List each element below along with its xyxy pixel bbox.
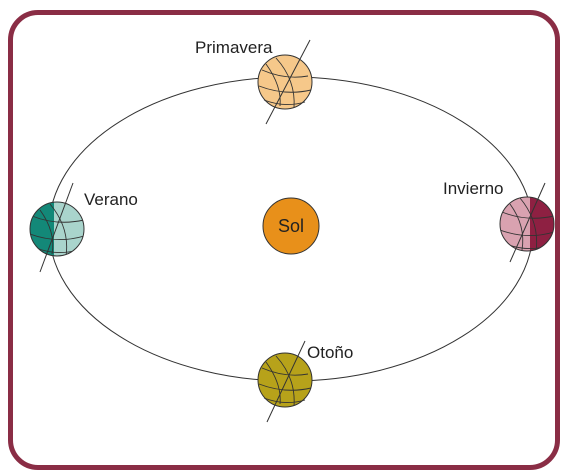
- orbit-diagram: Sol Primavera Verano: [29, 38, 555, 423]
- label-primavera: Primavera: [195, 38, 273, 57]
- earth-invierno: [499, 182, 555, 263]
- sun: [262, 197, 320, 255]
- earth-otono: [257, 340, 313, 423]
- label-invierno: Invierno: [443, 179, 503, 198]
- sun-label: Sol: [278, 216, 304, 236]
- label-otono: Otoño: [307, 343, 353, 362]
- label-verano: Verano: [84, 190, 138, 209]
- earth-primavera: [257, 39, 313, 125]
- earth-verano: [29, 182, 85, 273]
